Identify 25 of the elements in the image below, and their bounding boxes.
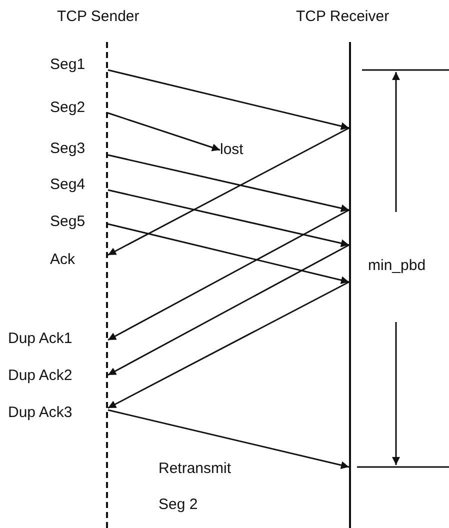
message-arrow [108, 69, 350, 130]
dimension-label: min_pbd [368, 257, 426, 275]
message-arrow [108, 223, 350, 284]
event-label: Seg5 [50, 213, 86, 231]
lifeline [106, 42, 108, 528]
event-label: Dup Ack2 [8, 367, 72, 385]
event-label: Seg4 [50, 176, 86, 194]
event-label: Dup Ack3 [8, 404, 72, 422]
event-label: Dup Ack1 [8, 330, 72, 348]
message-arrow [108, 209, 350, 341]
message-arrow [108, 154, 350, 212]
message-arrow [108, 244, 350, 376]
event-label: Seg1 [50, 56, 86, 74]
event-label: Seg3 [50, 140, 86, 158]
event-label: Seg2 [50, 99, 86, 117]
status-text: lost [220, 140, 254, 160]
lifeline-heading: TCP Sender [57, 8, 140, 26]
message-arrow [108, 127, 350, 256]
lifeline-heading: TCP Receiver [296, 8, 390, 26]
message-arrow [108, 112, 220, 152]
message-arrow [108, 281, 350, 409]
event-label: Ack [50, 251, 76, 269]
message-arrow [108, 189, 350, 248]
lifeline [349, 42, 351, 528]
message-arrow [108, 409, 350, 470]
